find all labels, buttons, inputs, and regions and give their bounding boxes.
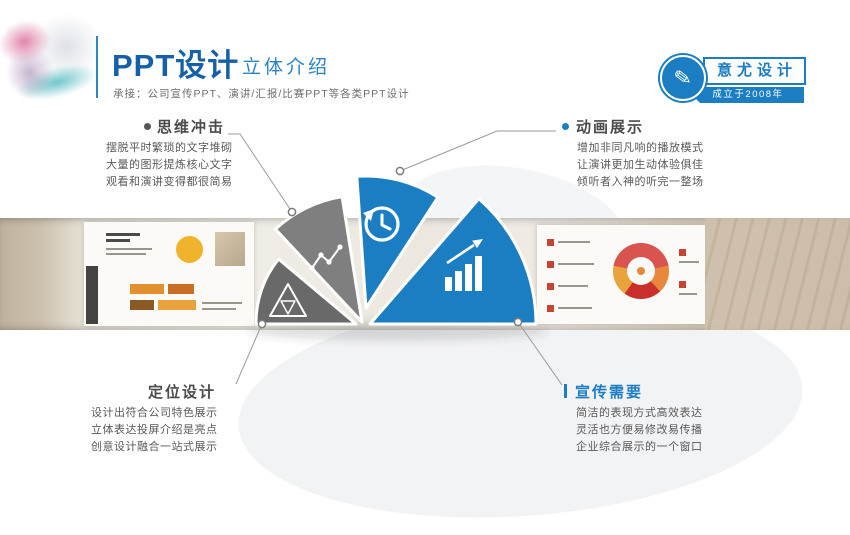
- slide-red-chip: [547, 239, 554, 246]
- photo-wood-texture: [705, 218, 850, 330]
- page-subtitle: 立体介绍: [242, 57, 331, 78]
- slide-text-line: [558, 241, 590, 243]
- section-line: 让演讲更加生动体验俱佳: [577, 159, 704, 171]
- slide-text-line: [558, 263, 594, 265]
- section-title-positioning: 定位设计: [148, 384, 217, 401]
- slide-wheel-center: [637, 267, 645, 275]
- section-line: 增加非同凡响的播放模式: [577, 142, 704, 154]
- section-line: 观看和演讲变得都很简易: [106, 176, 233, 188]
- slide-red-chip: [547, 305, 554, 312]
- photo-slide-right: [537, 225, 705, 324]
- connector-positioning: [235, 323, 263, 385]
- page-tagline: 承接：公司宣传PPT、演讲/汇报/比赛PPT等各类PPT设计: [113, 88, 410, 100]
- section-body-positioning: 设计出符合公司特色展示 立体表达投屏介绍是亮点 创意设计融合一站式展示: [91, 405, 218, 456]
- section-line: 灵活也方便易修改易传播: [576, 424, 703, 436]
- slide-side-column: [86, 266, 98, 324]
- slide-yellow-circle: [176, 236, 203, 263]
- anchor-dot-mind: [287, 207, 297, 217]
- section-line: 设计出符合公司特色展示: [91, 407, 218, 419]
- slide-orange-chip: [158, 300, 196, 310]
- slide-text-line: [106, 253, 146, 255]
- watercolor-blob-decoration: [0, 0, 125, 118]
- photo-slide-left: [84, 222, 254, 326]
- section-line: 倾听者入神的听完一整场: [577, 176, 704, 188]
- section-line: 大量的图形提炼核心文字: [106, 159, 233, 171]
- background-photo-strip: [0, 218, 850, 330]
- slide-orange-chip: [130, 284, 164, 294]
- slide-red-chip: [679, 249, 686, 256]
- pen-icon: ✎: [672, 65, 694, 91]
- title-accent-bar: [96, 36, 98, 98]
- section-body-mind-impact: 摆脱平时繁琐的文字堆砌 大量的图形提炼核心文字 观看和演讲变得都很简易: [106, 140, 233, 191]
- slide-text-line: [202, 302, 242, 304]
- page-title: PPT设计: [112, 48, 240, 83]
- slide-photo-thumb: [215, 232, 245, 266]
- slide-text-line: [106, 248, 152, 250]
- slide-text-line: [558, 307, 592, 309]
- logo-founded-ribbon: 成立于2008年: [692, 87, 804, 103]
- logo-name-box: 意尤设计: [703, 57, 806, 85]
- section-title-animation: 动画展示: [576, 119, 645, 136]
- slide-red-chip: [547, 261, 554, 268]
- section-line: 企业综合展示的一个窗口: [576, 441, 703, 453]
- slide-orange-chip: [130, 300, 154, 310]
- bullet-dot-animation: [562, 123, 569, 130]
- slide-text-line: [679, 293, 697, 295]
- section-body-animation: 增加非同凡响的播放模式 让演讲更加生动体验俱佳 倾听者入神的听完一整场: [577, 140, 704, 191]
- section-title-mind-impact: 思维冲击: [157, 119, 226, 136]
- accent-bar-promotion: [564, 384, 567, 398]
- slide-text-line: [558, 285, 588, 287]
- slide-text-bar: [106, 233, 140, 236]
- anchor-dot-animation: [395, 166, 405, 176]
- bullet-dot-mind: [144, 123, 151, 130]
- section-line: 简洁的表现方式高效表达: [576, 407, 703, 419]
- slide-red-chip: [679, 281, 686, 288]
- slide-orange-chip: [168, 284, 194, 294]
- section-line: 创意设计融合一站式展示: [91, 441, 218, 453]
- logo-badge: ✎: [660, 55, 706, 101]
- slide-text-bar: [106, 239, 130, 242]
- section-body-promotion: 简洁的表现方式高效表达 灵活也方便易修改易传播 企业综合展示的一个窗口: [576, 405, 703, 456]
- section-title-promotion: 宣传需要: [575, 384, 644, 401]
- slide-text-line: [679, 261, 699, 263]
- slide-text-line: [202, 308, 236, 310]
- section-line: 摆脱平时繁琐的文字堆砌: [106, 142, 233, 154]
- slide-red-chip: [547, 283, 554, 290]
- connector-mind-impact: [228, 133, 293, 213]
- section-line: 立体表达投屏介绍是亮点: [91, 424, 218, 436]
- slide-wheel-diagram: [613, 243, 669, 299]
